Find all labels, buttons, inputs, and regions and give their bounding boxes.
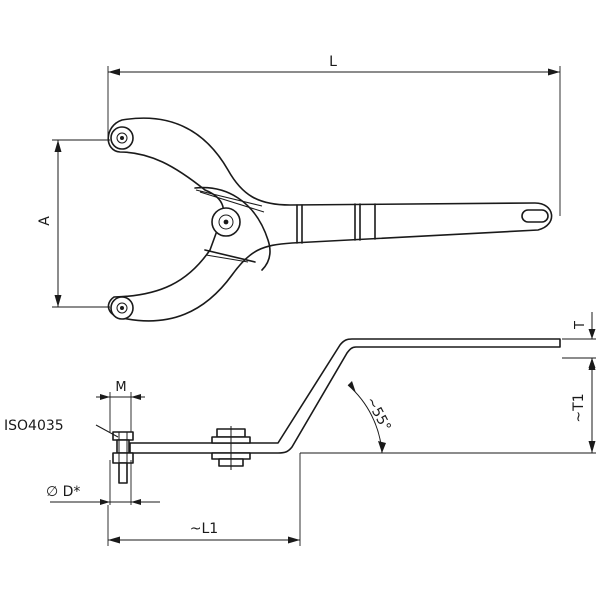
dimension-A: A (37, 139, 110, 308)
dimension-D: ∅ D* (46, 460, 160, 505)
movable-jaw-arc (194, 186, 271, 271)
dimension-L: L (107, 54, 561, 216)
label-T1: ~T1 (571, 393, 587, 422)
dimension-L1: ~L1 (107, 453, 301, 546)
bottom-pin (110, 296, 134, 320)
side-pivot-rivet (211, 426, 251, 470)
wrench-body-outline (107, 117, 553, 322)
label-M: M (115, 380, 126, 395)
wrench-side-view (112, 338, 561, 484)
label-A: A (37, 216, 53, 226)
label-T: T (573, 321, 588, 330)
label-L1: ~L1 (190, 521, 218, 537)
handle-grip-marks (296, 203, 376, 244)
label-angle: ~55° (362, 394, 393, 434)
jaw-hatch-lines (195, 189, 265, 263)
label-ISO4035: ISO4035 (4, 418, 64, 434)
top-pin (110, 126, 134, 150)
dimension-T1: ~T1 (300, 358, 596, 454)
label-L: L (329, 54, 337, 70)
handle-end-slot (521, 209, 549, 223)
wrench-top-view (107, 117, 553, 322)
dimension-angle: ~55° (347, 381, 394, 454)
side-profile (129, 338, 561, 454)
dimension-M: M (96, 380, 145, 432)
side-pin-with-nut (112, 431, 134, 484)
pivot-pin (211, 207, 241, 237)
label-D: ∅ D* (46, 484, 80, 500)
callout-ISO4035: ISO4035 (4, 418, 119, 438)
